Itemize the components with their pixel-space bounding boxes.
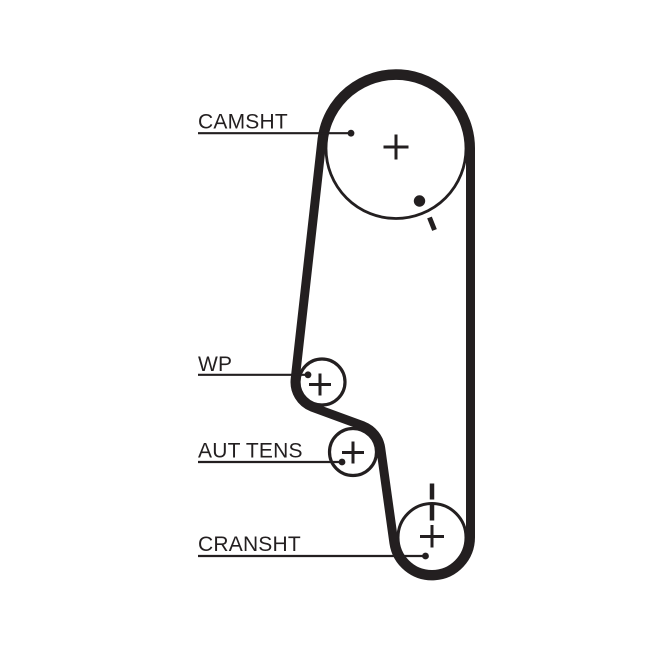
water-pump-label: WP — [198, 353, 232, 376]
camshaft-label: CAMSHT — [198, 111, 288, 134]
camshaft-leader-dot — [347, 129, 355, 137]
tensioner-leader-dot — [338, 458, 346, 466]
crankshaft-center-cross-icon — [420, 525, 444, 548]
crankshaft-label: CRANSHT — [198, 533, 301, 556]
camshaft-center-cross-icon — [383, 134, 409, 160]
timing-belt — [290, 69, 476, 581]
tensioner-label: AUT TENS — [198, 440, 303, 463]
crankshaft-leader-dot — [422, 552, 429, 560]
camshaft-timing-dot-icon — [413, 195, 426, 207]
tensioner-center-cross-icon — [342, 441, 364, 464]
water-pump-center-cross-icon — [309, 373, 331, 396]
camshaft-timing-tick-icon — [427, 216, 437, 231]
water-pump-leader-dot — [304, 371, 312, 379]
